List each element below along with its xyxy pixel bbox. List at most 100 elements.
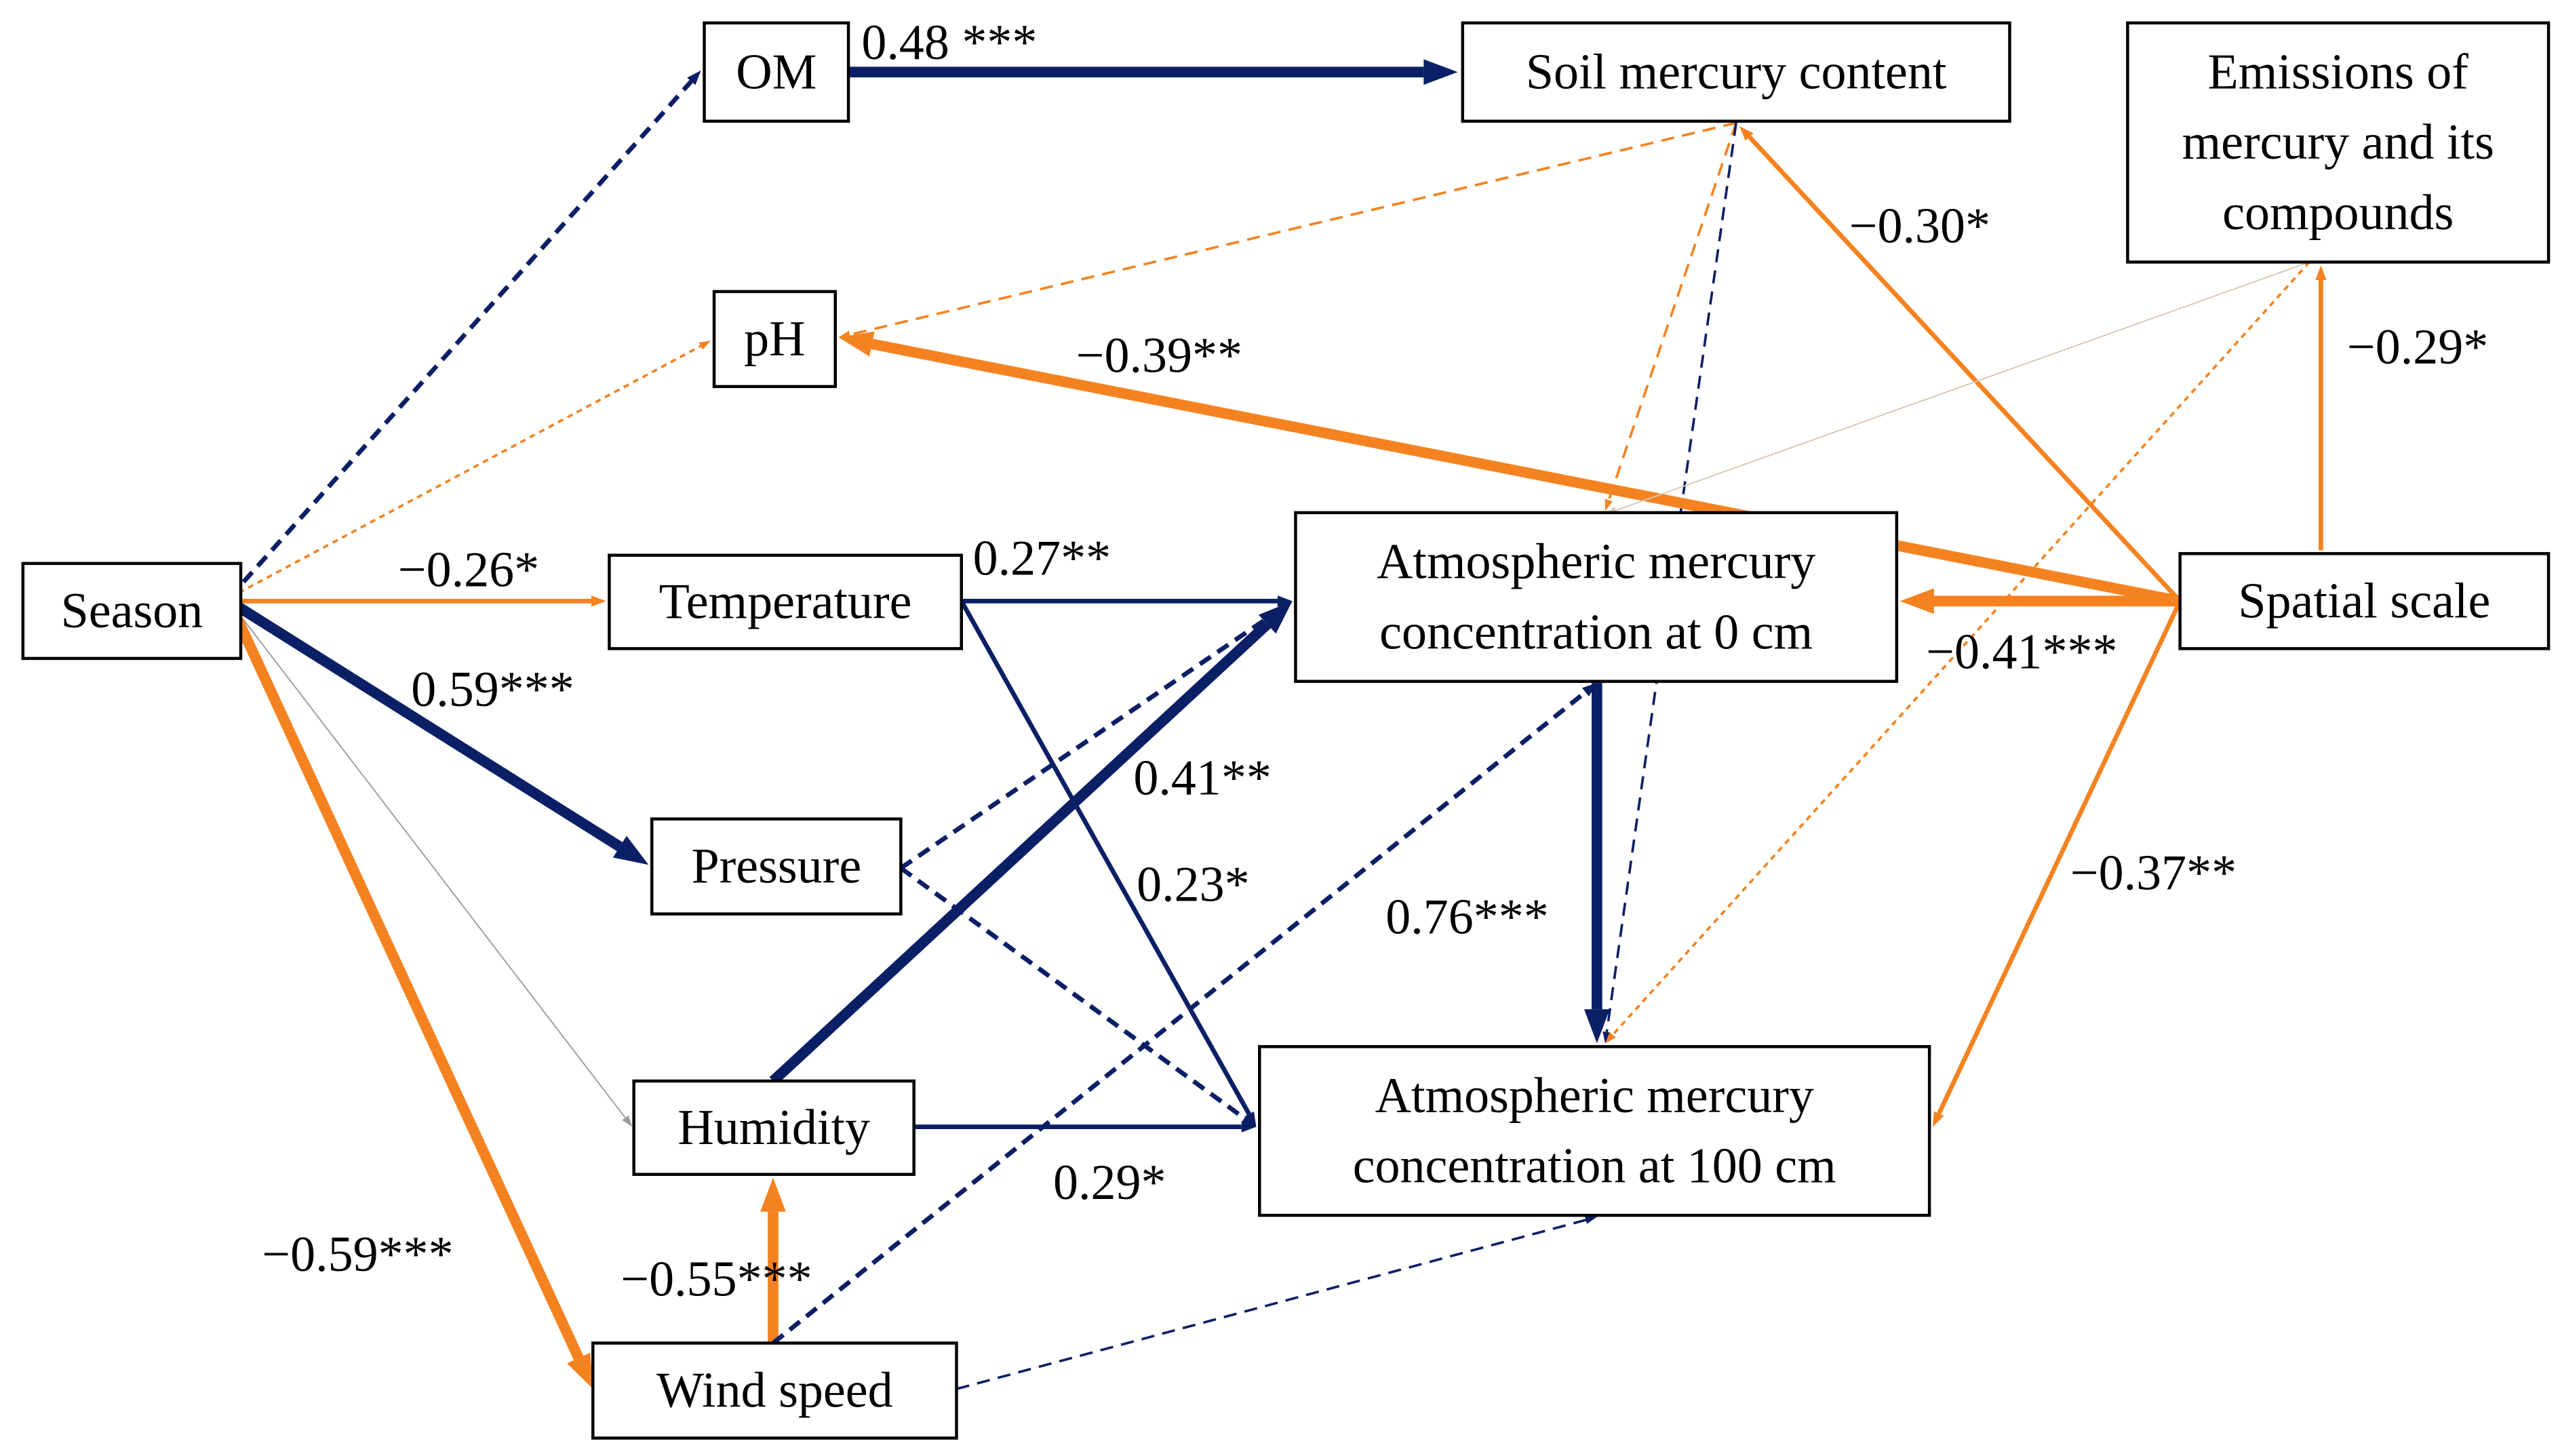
edge-line bbox=[227, 79, 693, 599]
node-box bbox=[632, 1079, 915, 1176]
node-ph: pH bbox=[712, 290, 838, 389]
edge-soil-to-atm0 bbox=[1604, 122, 1737, 511]
node-pressure: Pressure bbox=[650, 817, 903, 916]
node-label-ph: pH bbox=[744, 311, 805, 367]
edge-line bbox=[226, 596, 623, 852]
arrowhead-icon bbox=[1258, 601, 1293, 634]
arrowhead-icon bbox=[1584, 1009, 1610, 1044]
edge-soil-to-ph bbox=[838, 121, 1737, 339]
coefficient-label-season-to-wind: −0.59*** bbox=[262, 1227, 453, 1282]
arrowhead-icon bbox=[2315, 265, 2327, 280]
arrowhead-icon bbox=[612, 835, 649, 865]
node-box bbox=[2178, 552, 2551, 650]
edge-spatial-to-atm0 bbox=[1899, 588, 2180, 614]
arrowhead-icon bbox=[760, 1177, 786, 1212]
node-label-atm0: Atmospheric mercury bbox=[1377, 534, 1815, 589]
node-box bbox=[712, 290, 838, 389]
node-box bbox=[608, 553, 963, 650]
node-om: OM bbox=[703, 21, 850, 123]
edge-line bbox=[1937, 599, 2182, 1115]
coefficient-label-spatial-to-emissions: −0.29* bbox=[2347, 319, 2488, 375]
edge-om-to-soil bbox=[848, 59, 1458, 85]
edge-humidity-to-atm100 bbox=[913, 1121, 1257, 1133]
arrowhead-icon bbox=[1932, 1111, 1944, 1127]
coefficient-label-spatial-to-ph: −0.39** bbox=[1076, 328, 1242, 383]
edge-emissions-to-atm100 bbox=[1604, 261, 2310, 1044]
coefficient-label-humidity-to-atm100: 0.29* bbox=[1053, 1155, 1166, 1211]
coefficient-label-wind-to-humidity: −0.55*** bbox=[621, 1251, 812, 1307]
edge-line bbox=[899, 607, 1282, 870]
edge-spatial-to-soil bbox=[1739, 125, 2182, 603]
arrowhead-icon bbox=[1739, 125, 1754, 141]
edge-labels-layer: 0.48 ***−0.26*0.59***−0.59***−0.30*−0.39… bbox=[262, 15, 2488, 1307]
edge-wind-to-humidity bbox=[760, 1177, 786, 1343]
coefficient-label-season-to-pressure: 0.59*** bbox=[411, 662, 574, 717]
edges-layer bbox=[224, 59, 2327, 1390]
edge-spatial-to-emissions bbox=[2315, 265, 2327, 551]
edge-line bbox=[1607, 122, 1737, 501]
edge-spatial-to-ph bbox=[838, 331, 2182, 607]
coefficient-label-spatial-to-atm100: −0.37** bbox=[2070, 845, 2237, 901]
coefficient-label-season-to-temperature: −0.26* bbox=[398, 543, 539, 598]
arrowhead-icon bbox=[838, 331, 875, 357]
node-label-atm100: concentration at 100 cm bbox=[1353, 1139, 1836, 1194]
node-label-emissions: compounds bbox=[2222, 185, 2454, 241]
node-box bbox=[591, 1341, 958, 1440]
edge-season-to-wind bbox=[224, 599, 593, 1390]
edge-line bbox=[956, 1219, 1586, 1390]
node-humidity: Humidity bbox=[632, 1079, 915, 1176]
edge-season-to-ph bbox=[229, 340, 711, 599]
node-wind: Wind speed bbox=[591, 1341, 958, 1440]
node-atm0: Atmospheric mercury concentration at 0 cm bbox=[1294, 511, 1899, 683]
arrowhead-icon bbox=[591, 595, 606, 607]
coefficient-label-atm0-to-atm100: 0.76*** bbox=[1385, 890, 1549, 945]
edge-line bbox=[1748, 135, 2182, 603]
coefficient-label-om-to-soil: 0.48 *** bbox=[861, 15, 1037, 71]
arrowhead-icon bbox=[1604, 1031, 1616, 1044]
edge-season-to-humidity bbox=[229, 600, 633, 1127]
node-box bbox=[21, 562, 243, 661]
edge-line bbox=[224, 599, 584, 1360]
coefficient-label-temperature-to-atm0: 0.27** bbox=[973, 531, 1111, 587]
node-label-wind: Wind speed bbox=[656, 1363, 892, 1419]
edge-line bbox=[959, 599, 1251, 1116]
coefficient-label-humidity-to-atm0: 0.41** bbox=[1133, 750, 1272, 806]
arrowhead-icon bbox=[1241, 1121, 1257, 1133]
arrowhead-icon bbox=[1584, 1216, 1597, 1224]
node-label-season: Season bbox=[61, 583, 203, 639]
node-label-pressure: Pressure bbox=[691, 839, 861, 894]
node-label-spatial: Spatial scale bbox=[2238, 573, 2490, 629]
node-label-emissions: mercury and its bbox=[2182, 115, 2494, 170]
edge-line bbox=[849, 121, 1737, 336]
node-box bbox=[1258, 1045, 1931, 1217]
arrowhead-icon bbox=[1423, 59, 1458, 85]
node-label-atm0: concentration at 0 cm bbox=[1379, 604, 1813, 660]
edge-line bbox=[771, 690, 1588, 1345]
coefficient-label-temperature-to-atm100: 0.23* bbox=[1137, 857, 1250, 912]
node-spatial: Spatial scale bbox=[2178, 552, 2551, 650]
edge-season-to-om bbox=[227, 70, 701, 599]
edge-line bbox=[769, 620, 1272, 1085]
edge-wind-to-atm100 bbox=[956, 1216, 1597, 1390]
edge-spatial-to-atm100 bbox=[1932, 599, 2182, 1127]
arrowhead-icon bbox=[1604, 498, 1613, 511]
node-label-om: OM bbox=[736, 44, 816, 100]
arrowhead-icon bbox=[622, 1115, 633, 1127]
edge-line bbox=[229, 600, 626, 1118]
arrowhead-icon bbox=[567, 1352, 593, 1390]
node-box bbox=[1461, 21, 2011, 123]
edge-line bbox=[229, 345, 702, 599]
node-temperature: Temperature bbox=[608, 553, 963, 650]
node-box bbox=[1294, 511, 1899, 683]
coefficient-label-spatial-to-atm0: −0.41*** bbox=[1926, 624, 2117, 680]
arrowhead-icon bbox=[698, 340, 711, 350]
arrowhead-icon bbox=[1899, 588, 1934, 614]
edge-season-to-pressure bbox=[226, 596, 649, 865]
edge-line bbox=[1611, 261, 2310, 1036]
node-label-soil: Soil mercury content bbox=[1526, 44, 1947, 100]
node-label-temperature: Temperature bbox=[659, 574, 912, 630]
node-box bbox=[2126, 21, 2551, 264]
edge-atm0-to-atm100 bbox=[1584, 683, 1610, 1044]
